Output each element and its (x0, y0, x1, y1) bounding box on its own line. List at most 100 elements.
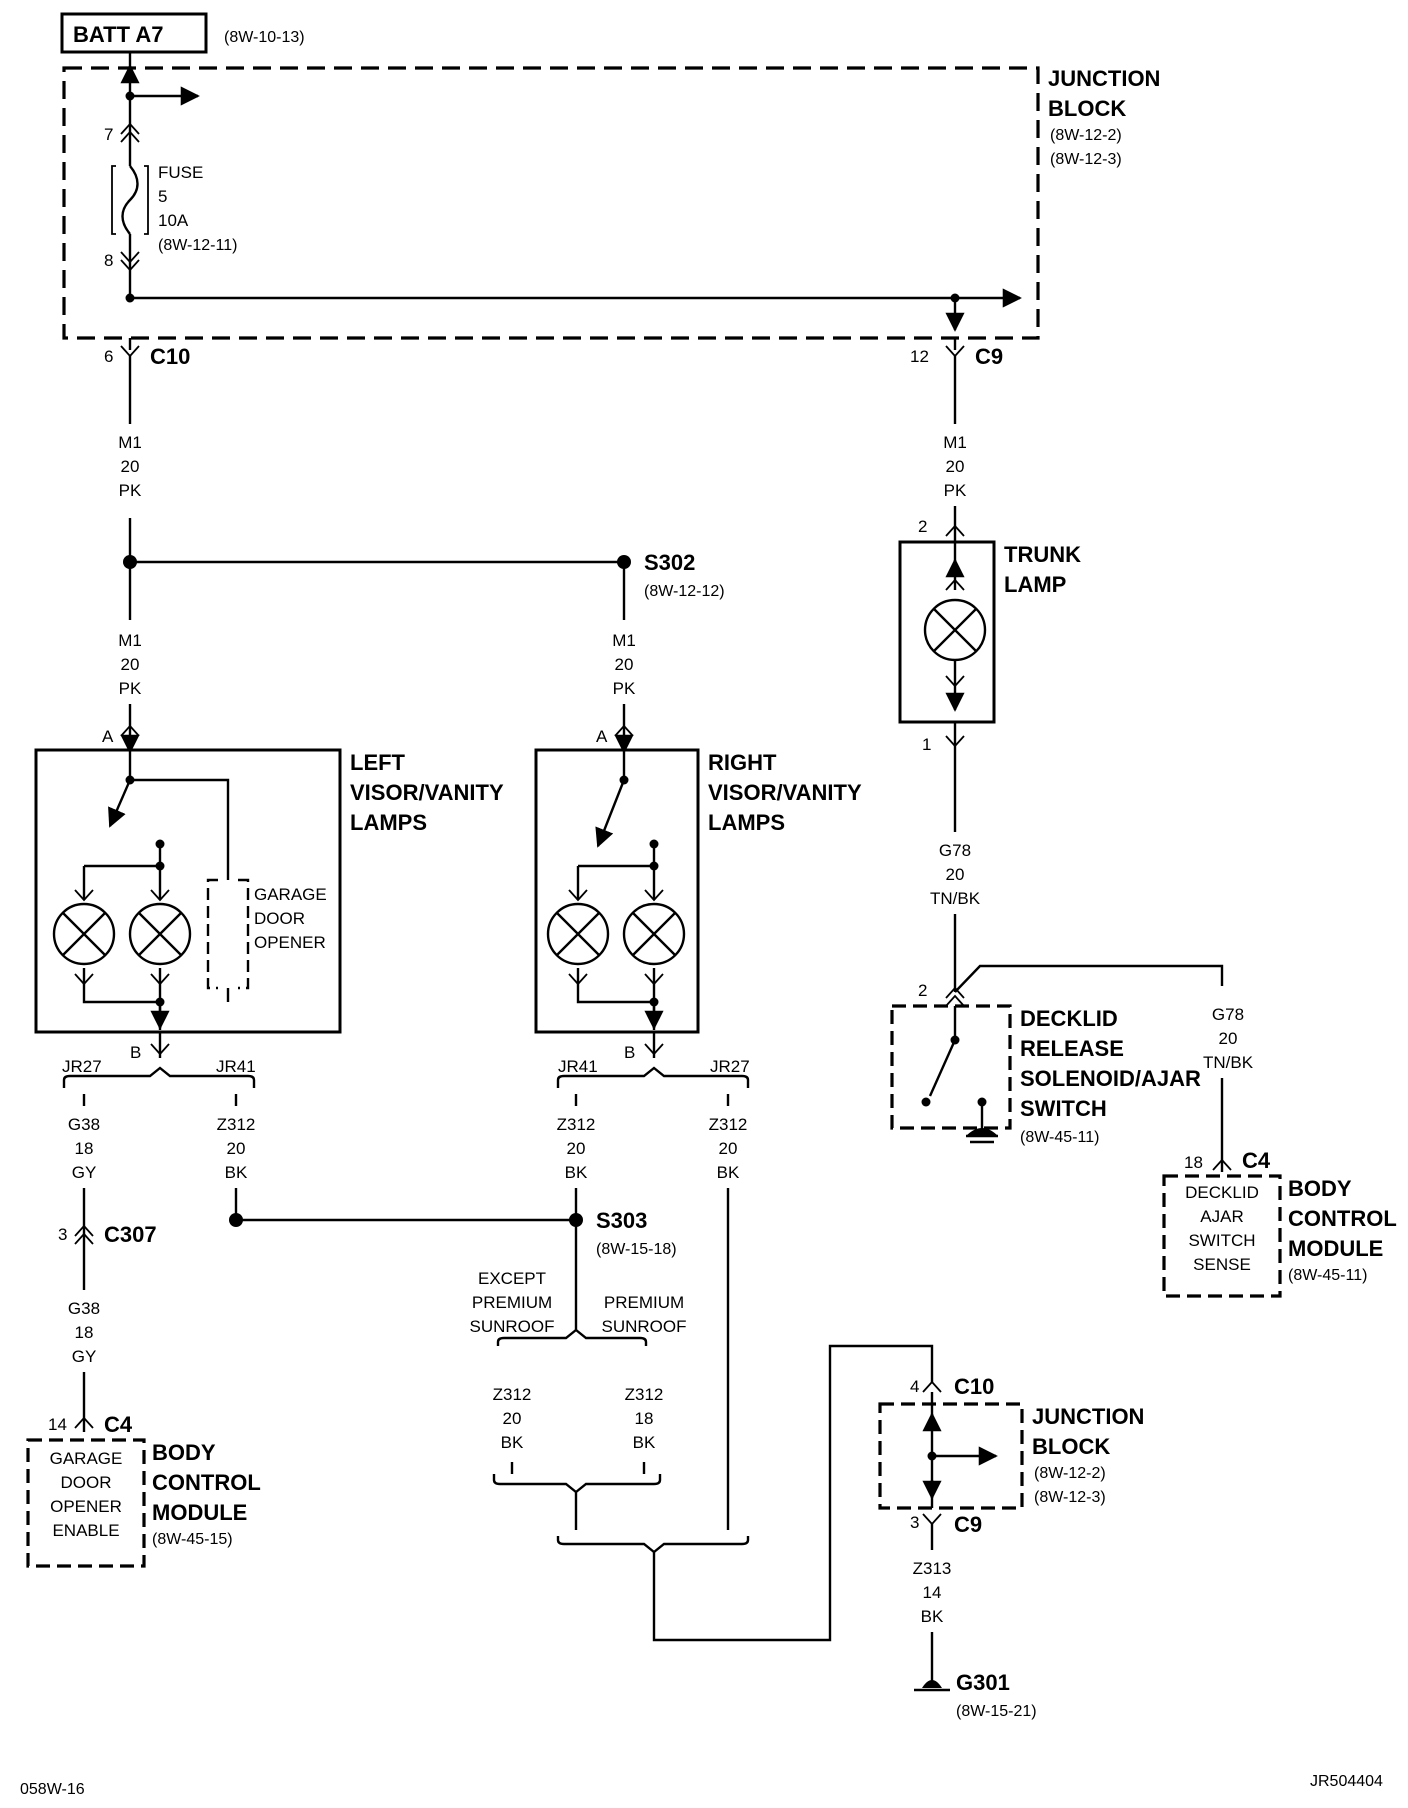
wire-circuit: G38 (68, 1115, 100, 1134)
c307-pin: 3 (58, 1225, 67, 1244)
batt-ref: (8W-10-13) (224, 29, 305, 46)
decklid-title4: SWITCH (1020, 1096, 1107, 1121)
wire-color: GY (72, 1347, 97, 1366)
wire-circuit: Z312 (557, 1115, 596, 1134)
c4-right-pin: 18 (1184, 1153, 1203, 1172)
wire-gauge: 20 (121, 655, 140, 674)
wire-circuit: M1 (943, 433, 967, 452)
body-control-module-left: 14 C4 GARAGE DOOR OPENER ENABLE BODY CON… (26, 1412, 261, 1568)
wire-circuit: Z312 (709, 1115, 748, 1134)
fuse-ref: (8W-12-11) (158, 237, 237, 254)
decklid-ref: (8W-45-11) (1020, 1129, 1099, 1146)
wire-color: BK (225, 1163, 248, 1182)
g301-name: G301 (956, 1670, 1010, 1695)
gdo-label3: OPENER (254, 933, 326, 952)
bcm-right-in1: DECKLID (1185, 1183, 1259, 1202)
wire-z312-right-a: Z312 20 BK (557, 1094, 596, 1330)
decklid-pin: 2 (918, 981, 927, 1000)
c10-bottom-name: C10 (954, 1374, 994, 1399)
c4-right-name: C4 (1242, 1148, 1271, 1173)
right-visor-vanity-lamps: RIGHT VISOR/VANITY LAMPS (534, 734, 862, 1034)
wire-gauge: 20 (503, 1409, 522, 1428)
right-lamp-1 (546, 902, 610, 966)
jb-bottom-ref1: (8W-12-2) (1034, 1465, 1106, 1482)
wire-circuit: Z313 (913, 1559, 952, 1578)
wire-gauge: 20 (227, 1139, 246, 1158)
wire-color: BK (565, 1163, 588, 1182)
left-lamp-2 (128, 902, 192, 966)
bcm-left-ref: (8W-45-15) (152, 1531, 233, 1548)
c10-top-name: C10 (150, 344, 190, 369)
wire-circuit: M1 (118, 433, 142, 452)
wire-g38: G38 18 GY (68, 1094, 100, 1290)
c9-bottom-name: C9 (954, 1512, 982, 1537)
wire-m1-s302: M1 20 PK A (596, 562, 636, 746)
jr-left-a: JR27 (62, 1057, 102, 1076)
bcm-right-ref: (8W-45-11) (1288, 1267, 1367, 1284)
wire-gauge: 20 (719, 1139, 738, 1158)
wire-gauge: 20 (615, 655, 634, 674)
splice-s303: S303 (8W-15-18) (236, 1208, 677, 1258)
trunk-lamp: M1 20 PK 2 TRUNK LAMP 1 G78 20 TN/BK (898, 356, 1081, 992)
junction-block-top-ref1: (8W-12-2) (1050, 127, 1122, 144)
jr-right-b: JR27 (710, 1057, 750, 1076)
trunk-pin-top: 2 (918, 517, 927, 536)
wire-gauge: 20 (567, 1139, 586, 1158)
bcm-right-in3: SWITCH (1188, 1231, 1255, 1250)
wire-g78-bcm: G78 20 TN/BK 18 C4 (1184, 1005, 1271, 1173)
sunroof-options: EXCEPT PREMIUM SUNROOF PREMIUM SUNROOF Z… (470, 1269, 934, 1642)
except-label2: PREMIUM (472, 1293, 552, 1312)
except-label3: SUNROOF (470, 1317, 555, 1336)
junction-block-bottom: 4 C10 JUNCTION BLOCK (8W-12-2) (8W-12-3)… (878, 1374, 1144, 1537)
wire-color: PK (613, 679, 636, 698)
left-visor-pin-a: A (102, 727, 114, 746)
wire-circuit: M1 (118, 631, 142, 650)
wire-gauge: 18 (75, 1139, 94, 1158)
left-visor-title1: LEFT (350, 750, 406, 775)
c10-top-pin: 6 (104, 347, 113, 366)
s302-ref: (8W-12-12) (644, 583, 725, 600)
wire-gauge: 20 (946, 457, 965, 476)
wire-color: GY (72, 1163, 97, 1182)
bcm-left-title2: CONTROL (152, 1470, 261, 1495)
wire-color: PK (944, 481, 967, 500)
wire-z312-right-b: Z312 20 BK (709, 1094, 748, 1530)
wire-z312-left: Z312 20 BK (217, 1094, 255, 1227)
pin-b-label: B (624, 1043, 635, 1062)
body-control-module-right: DECKLID AJAR SWITCH SENSE BODY CONTROL M… (1162, 1174, 1397, 1298)
junction-block-top-title1: JUNCTION (1048, 66, 1160, 91)
wire-color: BK (921, 1607, 944, 1626)
connector-c10-top: 6 C10 (104, 338, 190, 369)
left-visor-pin-b: B JR27 JR41 (62, 1032, 256, 1088)
right-visor-title3: LAMPS (708, 810, 785, 835)
right-visor-title1: RIGHT (708, 750, 777, 775)
c10-bottom-pin: 4 (910, 1377, 919, 1396)
wire-gauge: 20 (946, 865, 965, 884)
connector-c9-top: 12 C9 (910, 338, 1003, 369)
wire-circuit: Z312 (625, 1385, 664, 1404)
s303-name: S303 (596, 1208, 647, 1233)
jb-bottom-title2: BLOCK (1032, 1434, 1110, 1459)
fuse-pin-out: 8 (104, 251, 113, 270)
decklid-title1: DECKLID (1020, 1006, 1118, 1031)
pin-b-label: B (130, 1043, 141, 1062)
wire-m1-left-lower: M1 20 PK A (102, 562, 142, 746)
trunk-lamp-title2: LAMP (1004, 572, 1066, 597)
wire-gauge: 18 (75, 1323, 94, 1342)
g301-ref: (8W-15-21) (956, 1703, 1037, 1720)
decklid-title3: SOLENOID/AJAR (1020, 1066, 1201, 1091)
wire-color: TN/BK (930, 889, 981, 908)
wire-gauge: 20 (1219, 1029, 1238, 1048)
left-lamp-1 (52, 902, 116, 966)
premium-label1: PREMIUM (604, 1293, 684, 1312)
fuse-number: 5 (158, 187, 167, 206)
junction-block-top: JUNCTION BLOCK (8W-12-2) (8W-12-3) 7 FUS… (62, 52, 1160, 340)
wire-color: BK (501, 1433, 524, 1452)
wire-m1-left-upper: M1 20 PK (118, 356, 142, 562)
wire-color: PK (119, 481, 142, 500)
batt-a7-source: BATT A7 (8W-10-13) (60, 12, 305, 54)
bcm-left-in3: OPENER (50, 1497, 122, 1516)
c4-left-pin: 14 (48, 1415, 67, 1434)
bcm-left-in1: GARAGE (50, 1449, 123, 1468)
